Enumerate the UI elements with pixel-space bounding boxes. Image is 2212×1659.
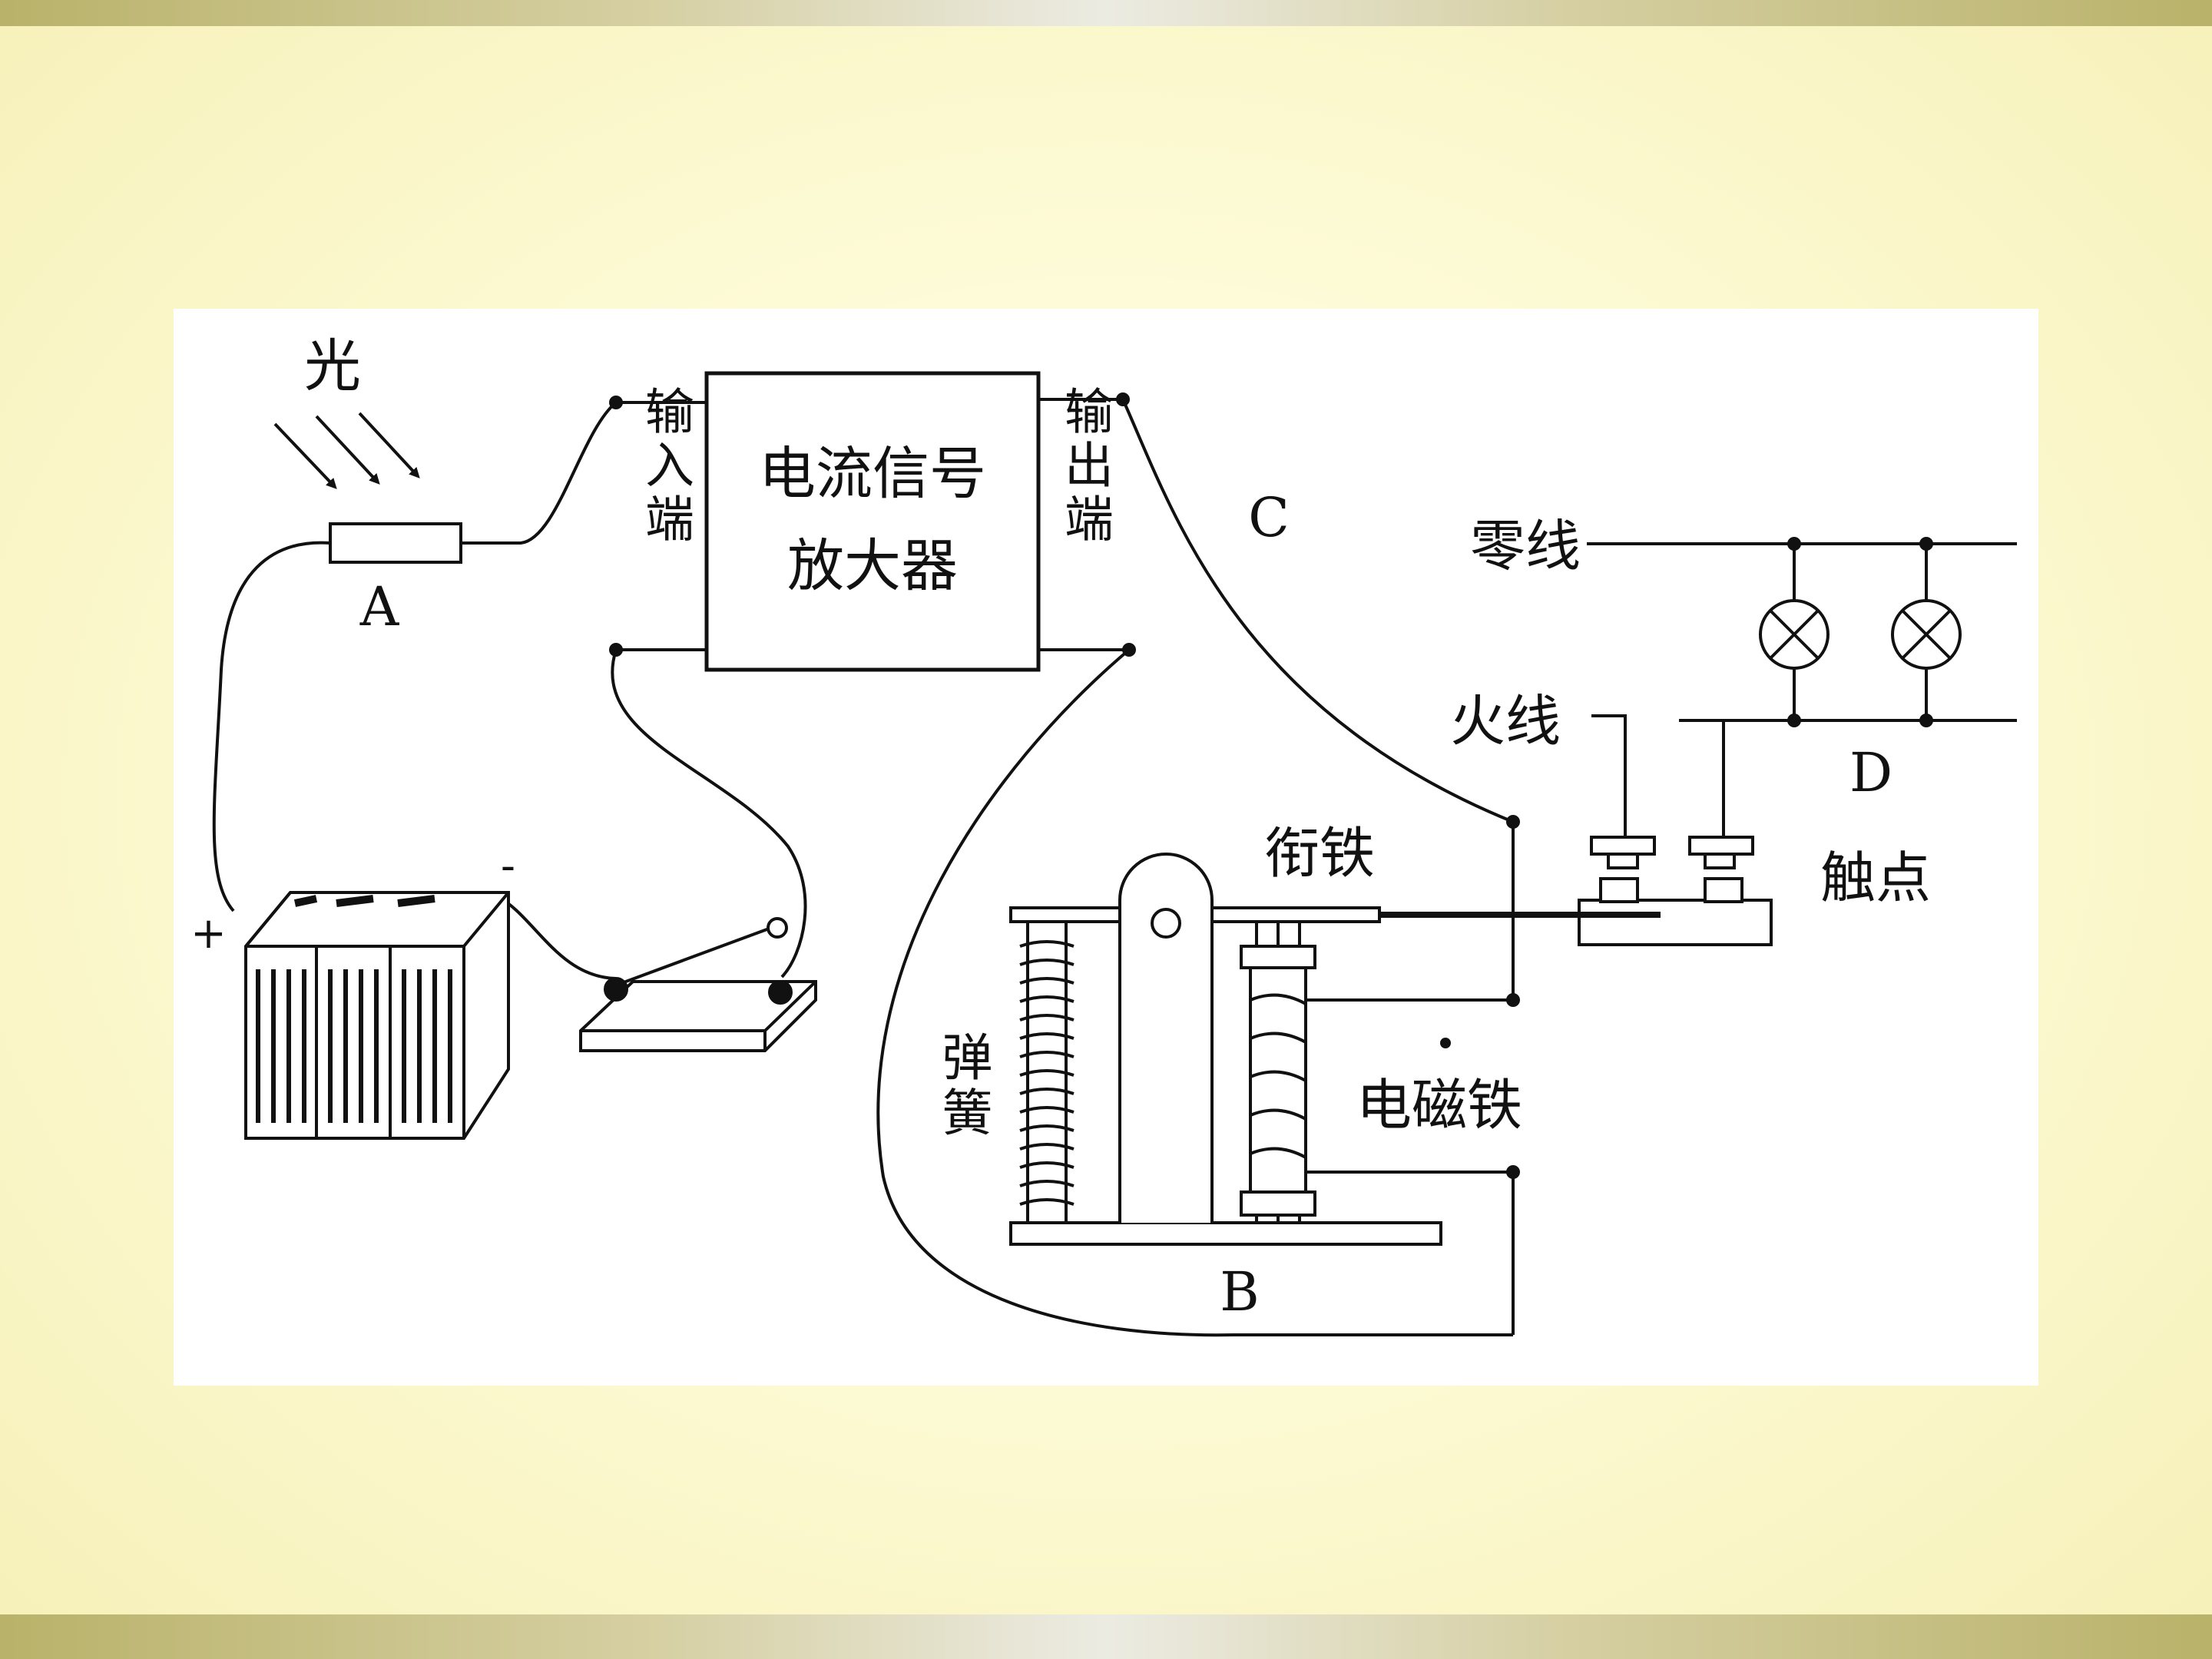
wire-c-label: C bbox=[1248, 486, 1290, 549]
lamp-icon bbox=[1891, 599, 1962, 670]
photoresistor-a bbox=[329, 522, 462, 564]
bottom-decorative-band bbox=[0, 1614, 2212, 1659]
armature-pivot-post bbox=[1118, 853, 1214, 1223]
circuit-wires bbox=[212, 398, 2017, 1337]
current-signal-amplifier-box bbox=[704, 371, 1041, 672]
live-wire-label: 火线 bbox=[1450, 689, 1561, 753]
electromagnet-icon bbox=[1240, 923, 1316, 1223]
amplifier-label-line1: 电流信号 bbox=[759, 441, 986, 507]
relay-base-b-label: B bbox=[1220, 1260, 1259, 1323]
spring-label: 弹簧 bbox=[934, 1031, 993, 1141]
armature-bar bbox=[1009, 906, 1661, 923]
output-terminal-label: 输出端 bbox=[1056, 386, 1113, 547]
photoresistor-label: A bbox=[359, 575, 400, 638]
battery-plus-label: + bbox=[190, 909, 227, 959]
knife-switch-icon bbox=[579, 917, 817, 1052]
armature-label: 衔铁 bbox=[1264, 821, 1375, 886]
input-terminal-label: 输入端 bbox=[637, 386, 694, 547]
junction-dots bbox=[609, 392, 1933, 1179]
neutral-wire-label: 零线 bbox=[1470, 514, 1581, 578]
relay-base bbox=[1009, 1221, 1442, 1246]
electromagnet-label: 电磁铁 bbox=[1356, 1073, 1522, 1137]
lamps-d-label: D bbox=[1849, 741, 1892, 804]
contacts-label: 触点 bbox=[1820, 846, 1931, 910]
amplifier-label-line2: 放大器 bbox=[787, 533, 958, 599]
battery-icon bbox=[244, 891, 510, 1140]
lamp-icon bbox=[1759, 599, 1830, 670]
top-decorative-band bbox=[0, 0, 2212, 26]
battery-minus-label: - bbox=[501, 841, 515, 891]
light-label: 光 bbox=[304, 333, 361, 399]
relay-contacts bbox=[1578, 836, 1773, 946]
circuit-diagram: 光 A 输入端 电流信号 放大器 输出端 C 零线 火线 衔铁 D 触点 弹簧 … bbox=[190, 333, 2017, 1337]
light-rays-icon bbox=[273, 412, 420, 489]
circuit-diagram-panel: 光 A 输入端 电流信号 放大器 输出端 C 零线 火线 衔铁 D 触点 弹簧 … bbox=[174, 309, 2038, 1386]
spring-icon bbox=[1019, 922, 1075, 1223]
